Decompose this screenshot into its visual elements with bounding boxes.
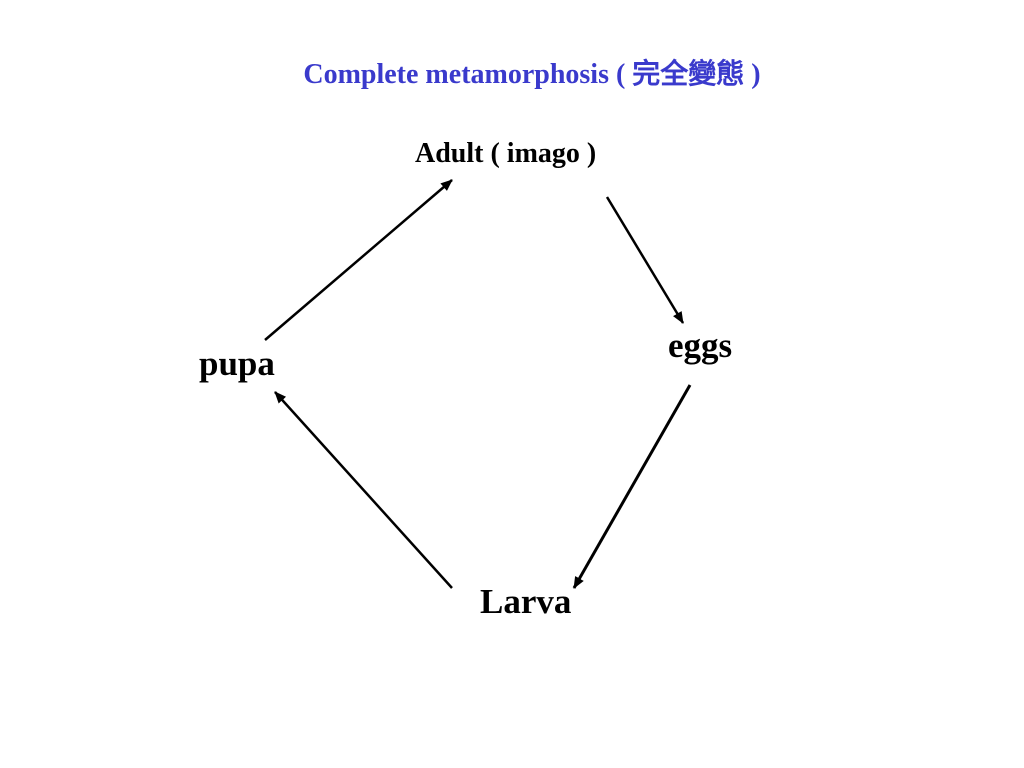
arrow-larva-to-pupa (274, 391, 453, 589)
stage-adult-label: Adult ( imago ) (415, 138, 597, 169)
diagram-title: Complete metamorphosis ( 完全變態 ) (303, 59, 761, 90)
stage-eggs-label: eggs (668, 326, 733, 365)
arrow-pupa-to-adult (264, 179, 453, 341)
stage-larva-label: Larva (480, 582, 572, 621)
arrow-eggs-to-larva (572, 384, 692, 589)
stage-pupa-label: pupa (199, 344, 275, 383)
arrow-adult-to-eggs (605, 196, 685, 324)
